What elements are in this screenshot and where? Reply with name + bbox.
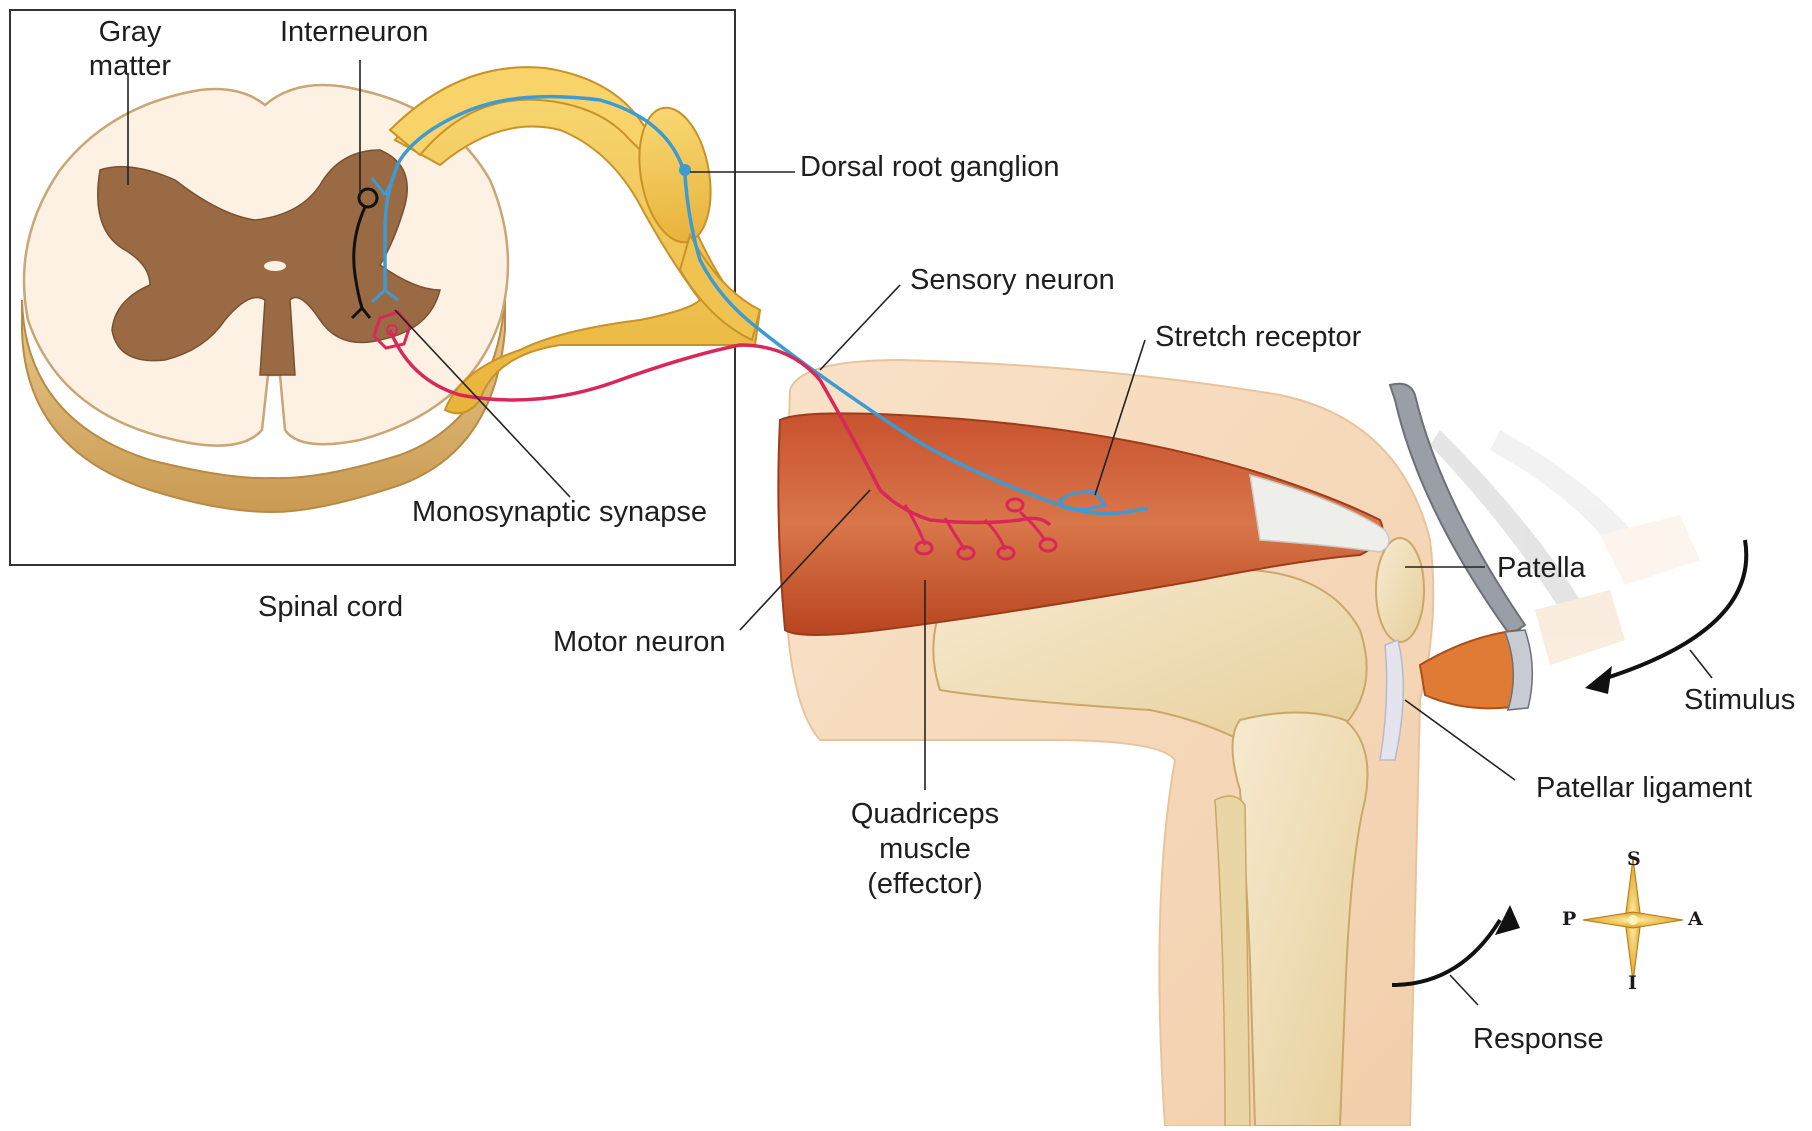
label-response: Response (1473, 1022, 1604, 1056)
label-gray-matter-line1: Gray (80, 15, 180, 49)
label-quadriceps-line1: Quadriceps (835, 797, 1015, 831)
label-patellar-ligament: Patellar ligament (1536, 771, 1752, 805)
label-interneuron: Interneuron (280, 15, 428, 49)
label-quadriceps-line2: muscle (835, 832, 1015, 866)
label-quadriceps-line3: (effector) (835, 867, 1015, 901)
label-motor-neuron: Motor neuron (553, 625, 726, 659)
sensory-cell-body (679, 164, 691, 176)
label-sensory-neuron: Sensory neuron (910, 263, 1115, 297)
label-gray-matter-line2: matter (70, 49, 190, 83)
label-spinal-cord: Spinal cord (258, 590, 403, 624)
patella-bone (1376, 538, 1424, 642)
compass-label-anterior: A (1688, 908, 1703, 930)
compass-label-inferior: I (1628, 972, 1637, 994)
compass-rose-icon (1583, 858, 1683, 982)
label-monosynaptic-synapse: Monosynaptic synapse (412, 495, 707, 529)
compass-label-posterior: P (1562, 908, 1576, 930)
label-dorsal-root-ganglion: Dorsal root ganglion (800, 150, 1060, 184)
stimulus-arrowhead (1585, 666, 1612, 694)
label-patella: Patella (1497, 551, 1586, 585)
central-canal (264, 261, 286, 271)
label-stretch-receptor: Stretch receptor (1155, 320, 1361, 354)
label-stimulus: Stimulus (1684, 683, 1795, 717)
compass-label-superior: S (1627, 848, 1641, 870)
